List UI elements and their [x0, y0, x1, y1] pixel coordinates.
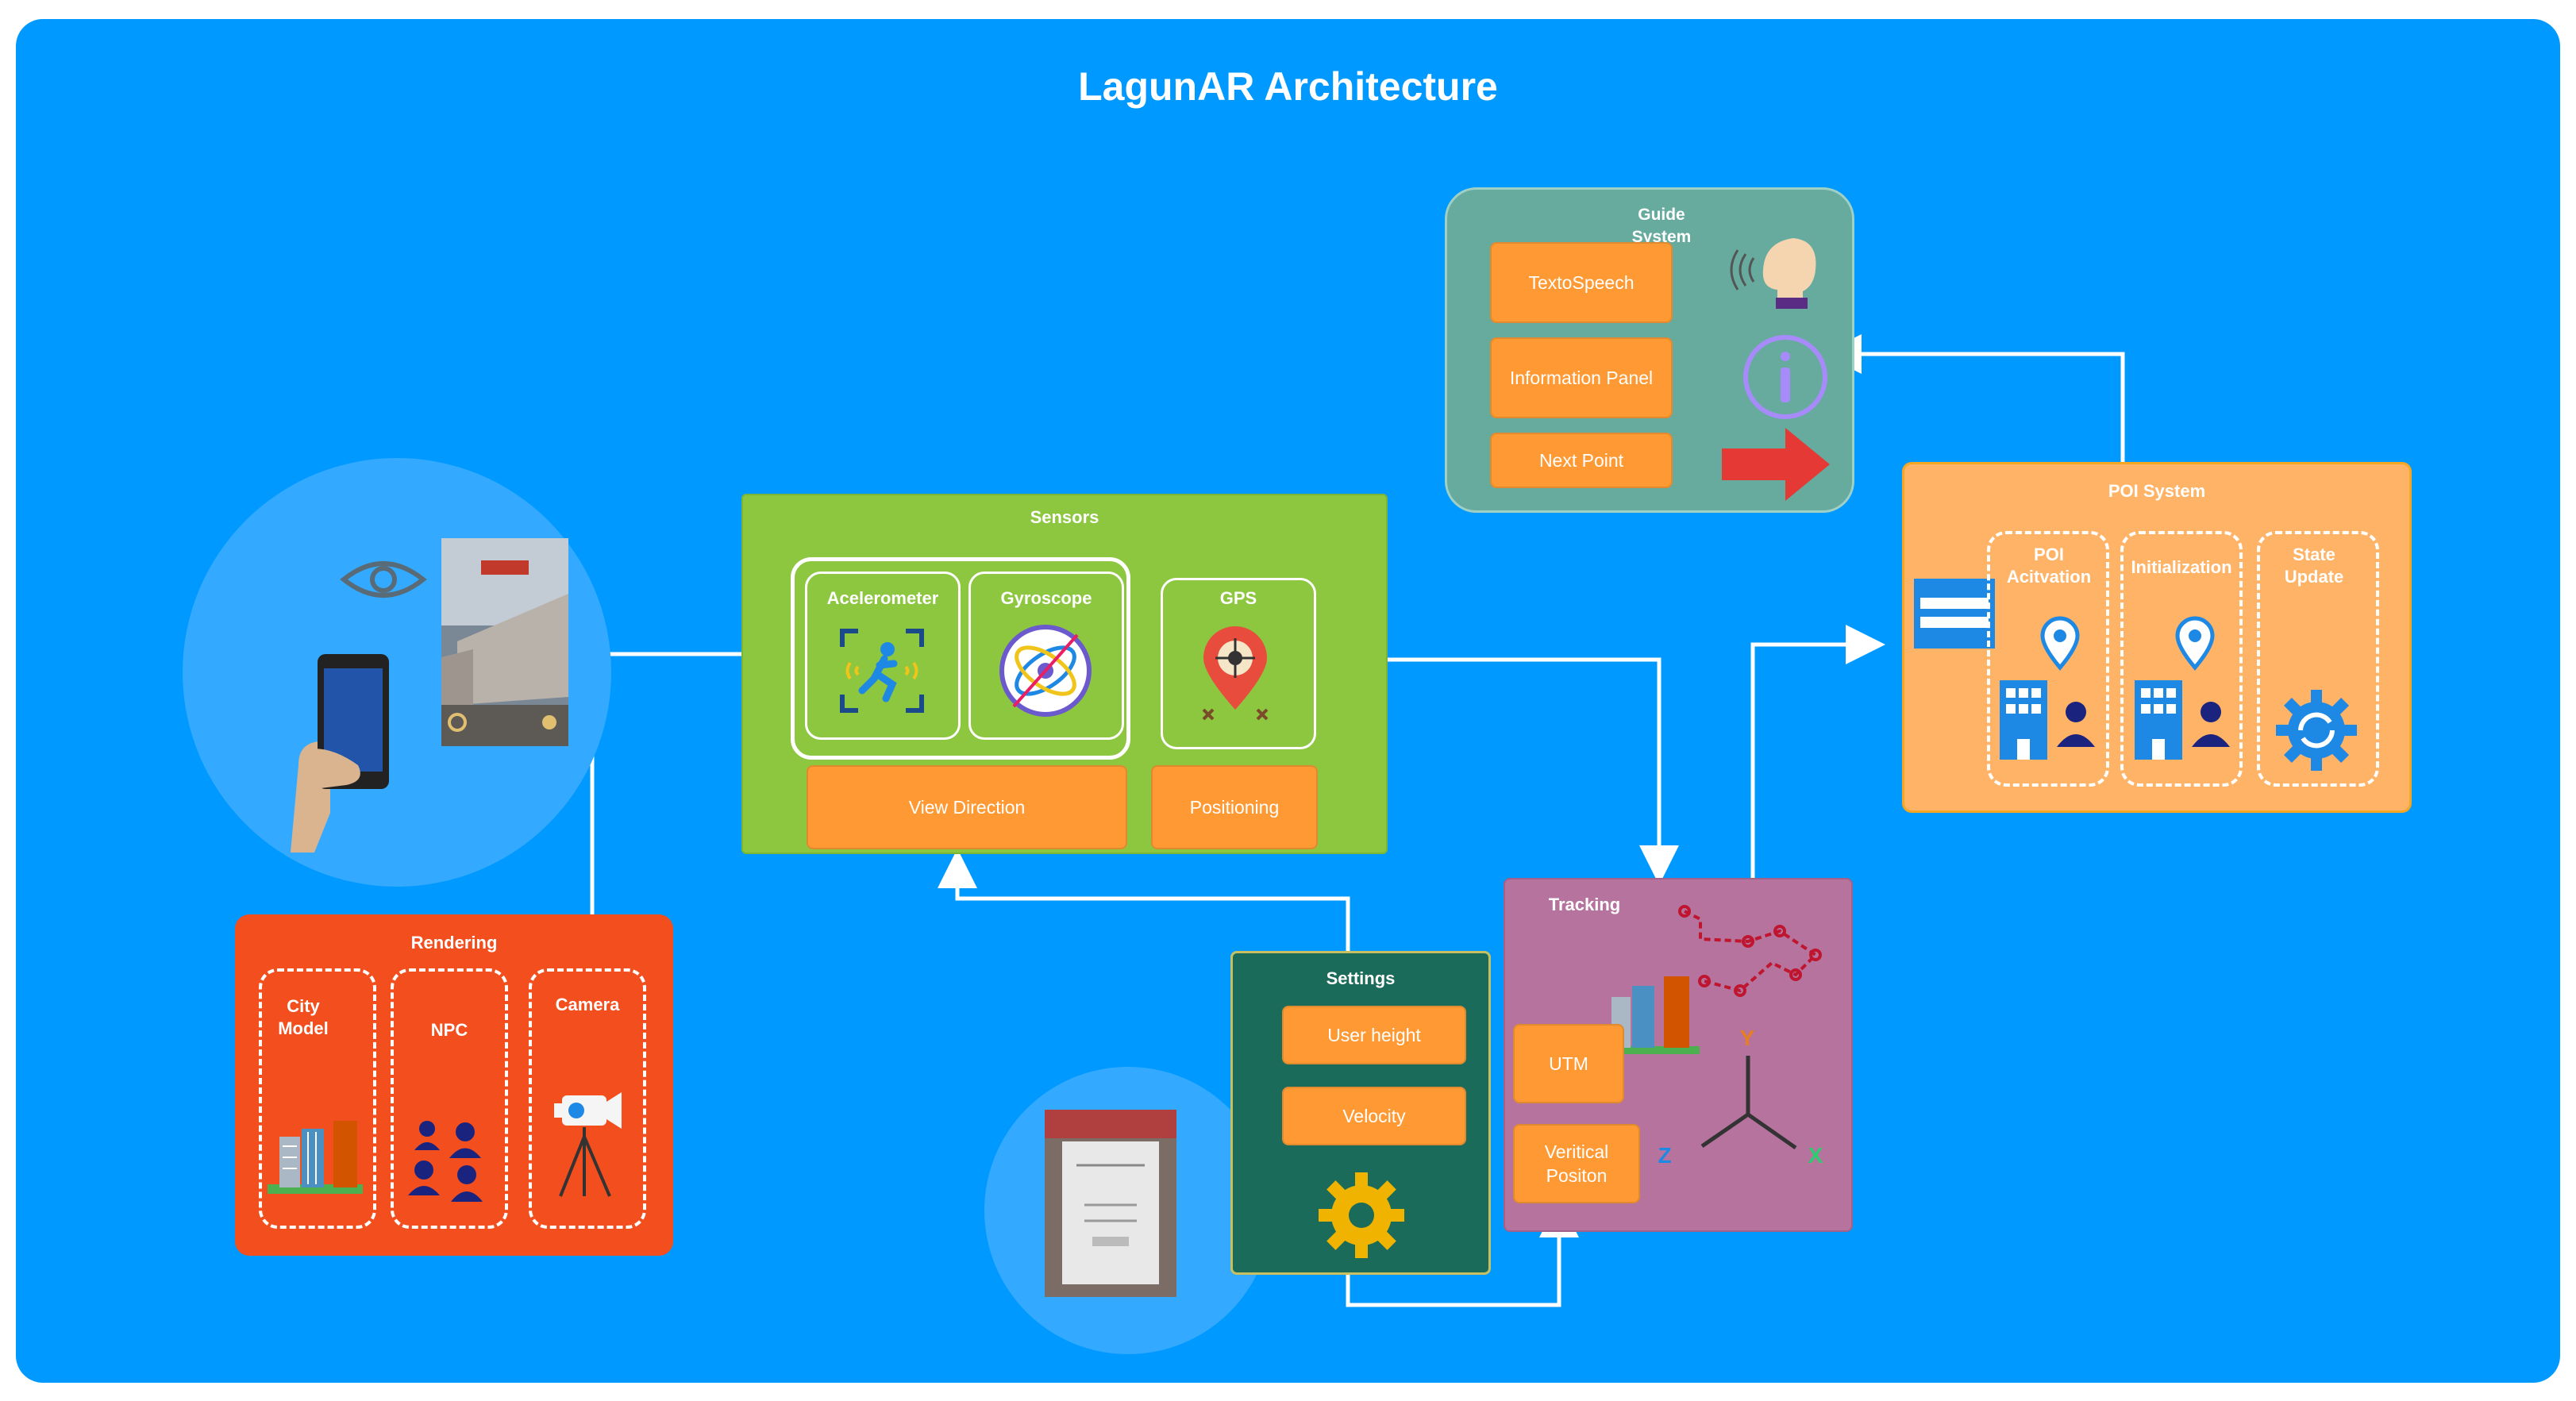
guide-panel: Guide System TextoSpeech Information Pan… — [1445, 187, 1854, 513]
axis-z-label: Z — [1658, 1143, 1672, 1168]
npc-label: NPC — [430, 1020, 468, 1040]
accelerometer-card — [805, 572, 961, 740]
state-update-card — [2257, 531, 2379, 787]
gps-card — [1161, 578, 1316, 749]
camera-card — [529, 968, 646, 1229]
npc-card — [391, 968, 508, 1229]
diagram-canvas: LagunAR Architecture — [16, 19, 2560, 1383]
init-location-pin-icon — [2175, 616, 2215, 671]
smartphone-icon — [291, 654, 389, 853]
people-icon — [408, 1121, 483, 1202]
page-title: LagunAR Architecture — [1078, 64, 1498, 109]
rendering-panel: Rendering City Model NPC Camera — [235, 914, 673, 1256]
speaking-head-icon — [1730, 238, 1816, 309]
settings-title: Settings — [1326, 968, 1396, 988]
axes-icon — [1700, 1056, 1797, 1150]
sensors-panel: Sensors Acelerometer Gyroscope GPS V — [741, 494, 1388, 854]
arrow-settings-to-viewdir — [938, 849, 1350, 951]
camera-label: Camera — [555, 995, 620, 1014]
city-model-card — [259, 968, 376, 1229]
gyroscope-card — [968, 572, 1124, 740]
tracking-title: Tracking — [1548, 895, 1621, 914]
gyroscope-icon — [999, 625, 1092, 717]
poi-activation-card — [1987, 531, 2109, 787]
street-view-image — [441, 538, 568, 746]
buildings-icon — [268, 1121, 363, 1194]
arrow-poi-to-guide — [1822, 334, 2125, 464]
axis-y-label: Y — [1739, 1026, 1755, 1050]
red-arrow-icon — [1722, 428, 1830, 501]
gear-icon — [1319, 1172, 1404, 1258]
gyroscope-label: Gyroscope — [1000, 588, 1092, 608]
map-pin-icon — [1202, 626, 1269, 721]
running-figure-icon — [840, 629, 924, 713]
location-pin-icon — [2040, 616, 2080, 671]
tracking-panel: Tracking UTM Veritical Positon Y Z X — [1504, 878, 1853, 1232]
init-building-icon — [2135, 680, 2230, 760]
axis-x-label: X — [1808, 1143, 1823, 1168]
route-icon — [1678, 905, 1822, 997]
poi-title: POI System — [2108, 481, 2206, 501]
view-direction-box: View Direction — [807, 765, 1127, 849]
arrow-gps-to-tracking — [1310, 657, 1679, 885]
gps-label: GPS — [1219, 588, 1257, 608]
info-icon — [1743, 335, 1827, 419]
video-camera-icon — [554, 1092, 622, 1197]
initialization-card — [2120, 531, 2243, 787]
guide-title: Guide System — [1631, 206, 1692, 246]
text-to-speech-box: TextoSpeech — [1490, 242, 1673, 323]
eye-icon — [340, 561, 427, 598]
city-model-label: City Model — [278, 996, 329, 1038]
poi-activation-label: POI Acitvation — [2006, 545, 2092, 587]
poi-panel: POI System POI Acitvation Initialization — [1902, 462, 2412, 813]
arrow-settings-to-vertical — [1346, 1198, 1579, 1307]
next-point-box: Next Point — [1490, 433, 1673, 488]
positioning-box: Positioning — [1151, 765, 1318, 849]
user-height-box: User height — [1282, 1006, 1466, 1064]
poi-building-icon — [2000, 680, 2095, 760]
arrow-tracking-to-poi — [1750, 625, 1885, 878]
sensors-title: Sensors — [1030, 507, 1099, 527]
rendering-title: Rendering — [410, 933, 498, 953]
settings-phone-image — [1045, 1110, 1176, 1297]
sync-gear-icon — [2276, 690, 2357, 771]
initialization-label: Initialization — [2131, 557, 2232, 577]
imu-group — [791, 557, 1130, 760]
panel-icon — [1914, 579, 1995, 649]
utm-box: UTM — [1513, 1024, 1624, 1103]
vertical-position-box: Veritical Positon — [1513, 1124, 1640, 1203]
settings-panel: Settings User height Velocity — [1230, 951, 1491, 1275]
velocity-box: Velocity — [1282, 1087, 1466, 1145]
state-update-label: State Update — [2284, 545, 2344, 587]
accelerometer-label: Acelerometer — [826, 588, 939, 608]
connectors — [572, 334, 2125, 1307]
information-panel-box: Information Panel — [1490, 337, 1673, 418]
